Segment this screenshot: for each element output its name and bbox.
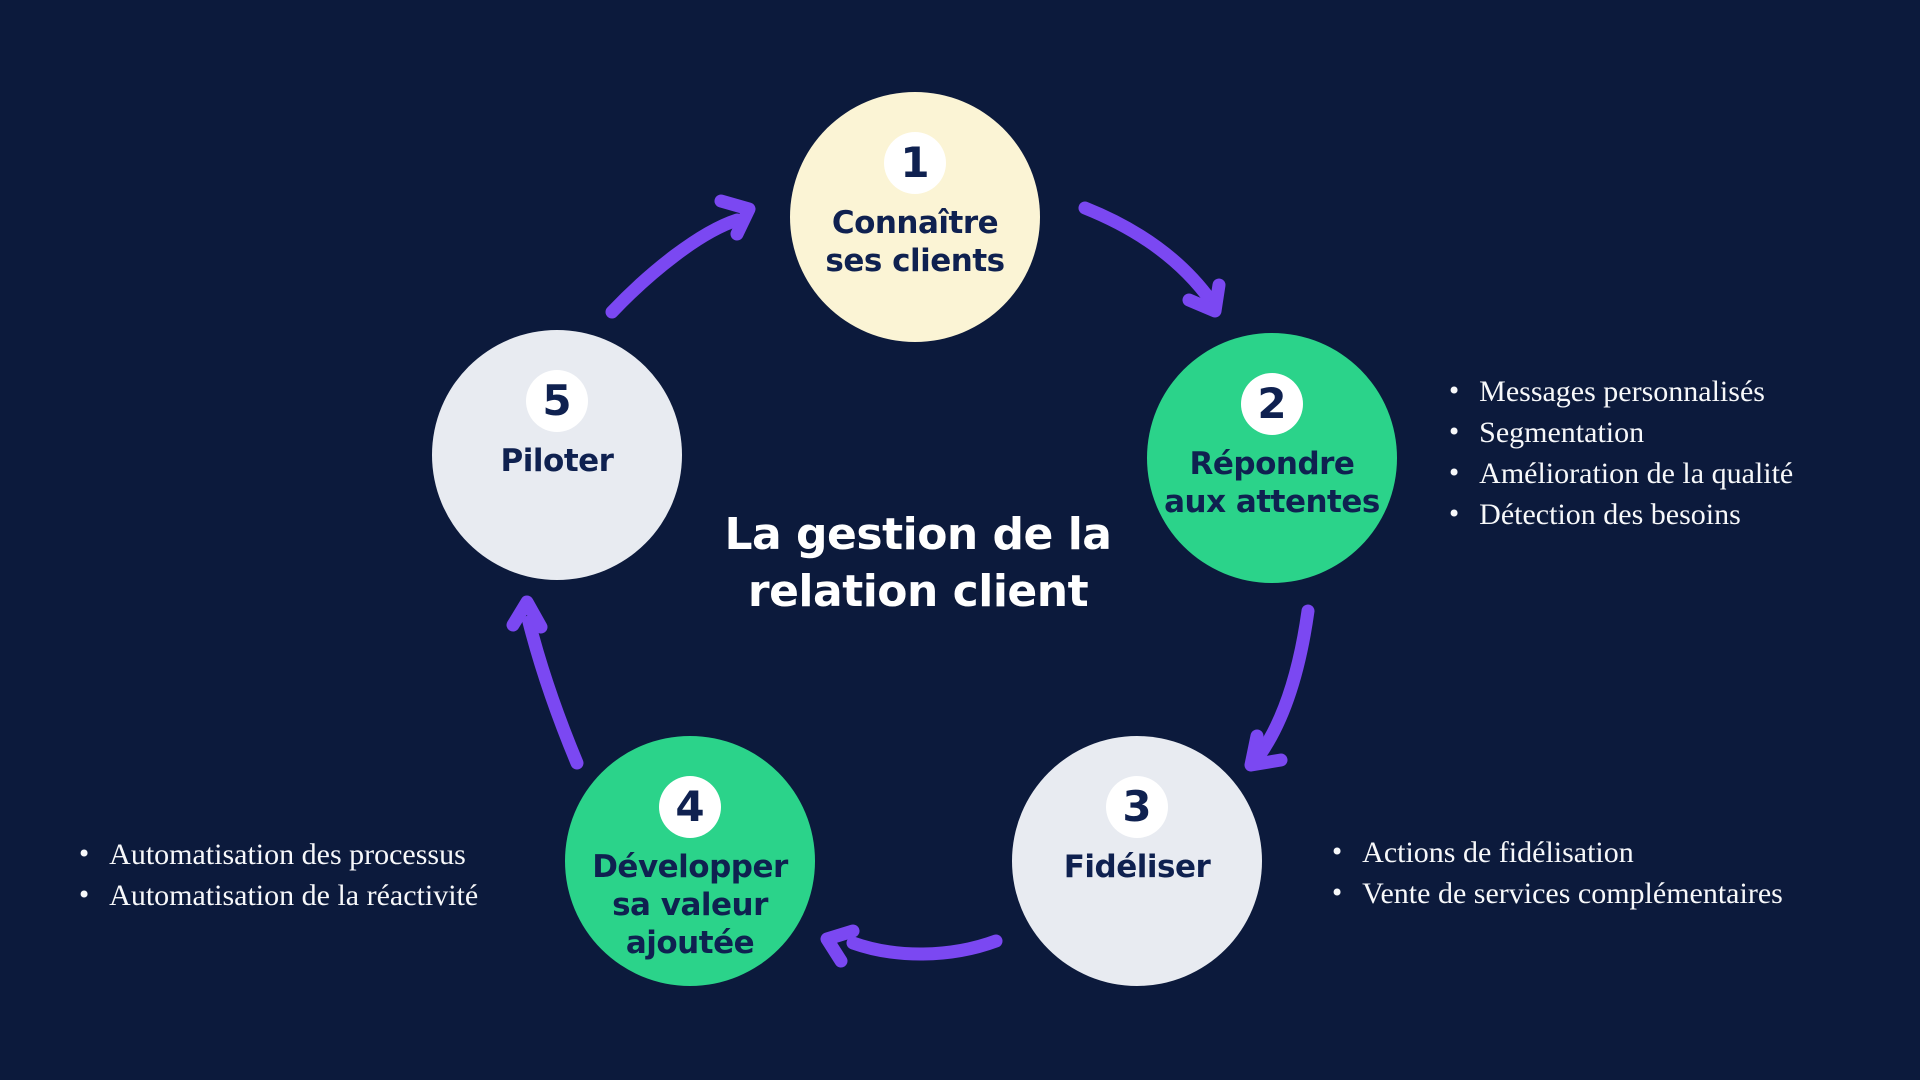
list-item: Amélioration de la qualité <box>1447 454 1887 495</box>
diagram-title: La gestion de la relation client <box>724 509 1113 618</box>
step-number-badge: 1 <box>884 132 946 194</box>
arrow-3-to-4 <box>820 924 1003 968</box>
step-circle-5: 5 Piloter <box>432 330 682 580</box>
step-circle-4: 4 Développer sa valeur ajoutée <box>565 736 815 986</box>
list-item: Actions de fidélisation <box>1330 833 1850 874</box>
arrow-1-to-2 <box>1078 201 1226 318</box>
step-number-badge: 5 <box>526 370 588 432</box>
step-circle-3: 3 Fidéliser <box>1012 736 1262 986</box>
list-item: Messages personnalisés <box>1447 372 1887 413</box>
step-number-badge: 3 <box>1106 776 1168 838</box>
step-label: Fidéliser <box>1063 849 1211 885</box>
list-item: Automatisation des processus <box>77 835 557 876</box>
step-circle-2: 2 Répondre aux attentes <box>1147 333 1397 583</box>
step-label: Répondre aux attentes <box>1164 446 1380 520</box>
step-circle-1: 1 Connaître ses clients <box>790 92 1040 342</box>
step-3-bullet-list: Actions de fidélisation Vente de service… <box>1330 833 1850 915</box>
step-4-bullet-list: Automatisation des processus Automatisat… <box>77 835 557 917</box>
arrow-4-to-5 <box>506 595 584 770</box>
list-item: Automatisation de la réactivité <box>77 876 557 917</box>
arrow-5-to-1 <box>605 194 756 319</box>
list-item: Détection des besoins <box>1447 495 1887 536</box>
list-item: Segmentation <box>1447 413 1887 454</box>
step-label: Piloter <box>500 443 614 479</box>
step-number-badge: 2 <box>1241 373 1303 435</box>
step-2-bullet-list: Messages personnalisés Segmentation Amél… <box>1447 372 1887 536</box>
list-item: Vente de services complémentaires <box>1330 874 1850 915</box>
arrow-2-to-3 <box>1244 604 1315 772</box>
step-number-badge: 4 <box>659 776 721 838</box>
step-label: Connaître ses clients <box>825 205 1005 279</box>
step-label: Développer sa valeur ajoutée <box>592 849 788 961</box>
